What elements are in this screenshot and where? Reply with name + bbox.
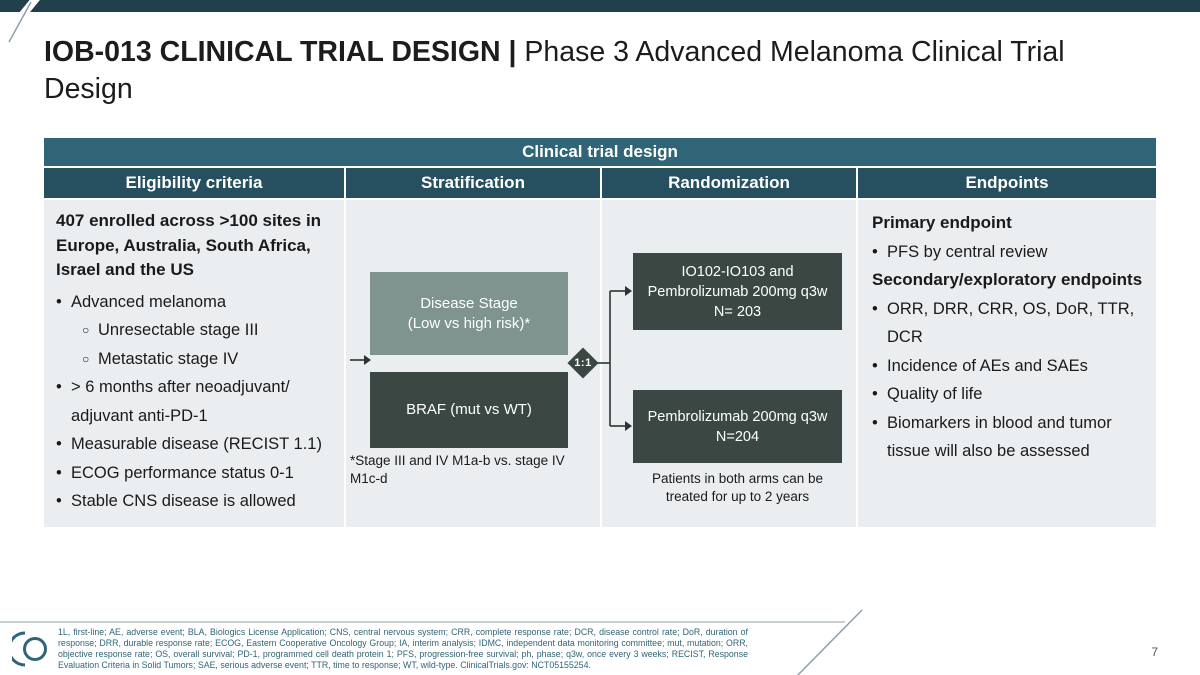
list-item: • Measurable disease (RECIST 1.1): [56, 430, 336, 459]
eligibility-intro: 407 enrolled across >100 sites in Europe…: [56, 211, 322, 279]
list-item-text: Unresectable stage III: [98, 321, 259, 339]
arm1-box: IO102-IO103 and Pembrolizumab 200mg q3w …: [633, 253, 842, 330]
stratification-footnote: *Stage III and IV M1a-b vs. stage IV M1c…: [350, 453, 565, 486]
list-item: ○ Metastatic stage IV: [56, 345, 336, 374]
list-item-text: Measurable disease (RECIST 1.1): [71, 435, 322, 453]
bullet-marker: •: [872, 413, 878, 432]
top-accent-slash: [8, 0, 40, 43]
column-header-stratification: Stratification: [346, 168, 600, 198]
arm2-box: Pembrolizumab 200mg q3w N=204: [633, 390, 842, 463]
list-item-text: ORR, DRR, CRR, OS, DoR, TTR, DCR: [887, 299, 1135, 347]
table-body: 407 enrolled across >100 sites in Europe…: [44, 200, 1156, 527]
list-item: • Biomarkers in blood and tumor tissue wi…: [872, 409, 1150, 466]
list-item-text: Quality of life: [887, 385, 983, 403]
page-number: 7: [1151, 645, 1158, 659]
abbreviations-footnote: 1L, first-line; AE, adverse event; BLA, …: [58, 627, 748, 670]
list-item-text: Incidence of AEs and SAEs: [887, 356, 1088, 375]
bullet-marker: •: [872, 242, 878, 261]
page-title: IOB-013 CLINICAL TRIAL DESIGN | Phase 3 …: [44, 34, 1156, 108]
bullet-marker: •: [872, 356, 878, 375]
bullet-marker: •: [872, 385, 878, 403]
bullet-marker: •: [56, 435, 62, 453]
trial-flow-diagram: Disease Stage (Low vs high risk)* BRAF (…: [44, 200, 1156, 527]
braf-box: BRAF (mut vs WT): [370, 372, 568, 448]
list-item: • PFS by central review: [872, 238, 1150, 267]
list-item-text: > 6 months after neoadjuvant/ adjuvant a…: [71, 378, 290, 425]
bullet-marker: •: [872, 299, 878, 318]
list-item-text: ECOG performance status 0-1: [71, 463, 294, 482]
list-item: • > 6 months after neoadjuvant/ adjuvant …: [56, 373, 336, 430]
list-item: • Quality of life: [872, 380, 1150, 409]
bullet-marker: •: [56, 292, 62, 311]
list-item: • Incidence of AEs and SAEs: [872, 352, 1150, 381]
column-header-endpoints: Endpoints: [858, 168, 1156, 198]
top-accent-bar: [0, 0, 1200, 12]
list-item: • Stable CNS disease is allowed: [56, 487, 336, 516]
bullet-marker: •: [56, 378, 62, 396]
column-header-eligibility: Eligibility criteria: [44, 168, 344, 198]
sub-bullet-marker: ○: [82, 351, 90, 366]
disease-stage-box: Disease Stage (Low vs high risk)*: [370, 272, 568, 355]
list-item: • Advanced melanoma: [56, 288, 336, 317]
list-item-text: Metastatic stage IV: [98, 349, 239, 368]
list-item-text: PFS by central review: [887, 242, 1048, 261]
list-item: • ECOG performance status 0-1: [56, 459, 336, 488]
list-item-text: Advanced melanoma: [71, 292, 227, 311]
randomization-ratio-label: 1:1: [574, 357, 592, 369]
stratification-cell: [346, 200, 600, 527]
clinical-trial-design-table: Clinical trial design Eligibility criter…: [44, 138, 1156, 527]
page-title-emphasis: IOB-013 CLINICAL TRIAL DESIGN |: [44, 36, 525, 68]
primary-endpoint-heading: Primary endpoint: [872, 213, 1012, 232]
list-item-text: Stable CNS disease is allowed: [71, 492, 296, 510]
randomization-note: Patients in both arms can be treated for…: [651, 471, 824, 504]
secondary-endpoint-heading: Secondary/exploratory endpoints: [872, 270, 1143, 289]
list-item: ○ Unresectable stage III: [56, 316, 336, 345]
list-item-text: Biomarkers in blood and tumor tissue wil…: [887, 413, 1112, 461]
io-biotech-logo: [12, 631, 47, 667]
endpoints-cell: Primary endpoint •PFS by central review …: [858, 200, 1156, 527]
list-item: • ORR, DRR, CRR, OS, DoR, TTR, DCR: [872, 295, 1150, 352]
footer-divider: [0, 609, 863, 675]
table-title: Clinical trial design: [44, 138, 1156, 166]
table-column-headers: Eligibility criteria Stratification Rand…: [44, 168, 1156, 198]
flow-arrows: [350, 286, 632, 431]
page-title-subtitle: Phase 3 Advanced Melanoma Clinical Trial…: [44, 36, 1065, 105]
column-header-randomization: Randomization: [602, 168, 856, 198]
bullet-marker: •: [56, 463, 62, 482]
bullet-marker: •: [56, 492, 62, 510]
eligibility-cell: 407 enrolled across >100 sites in Europe…: [44, 200, 344, 527]
sub-bullet-marker: ○: [82, 323, 90, 337]
